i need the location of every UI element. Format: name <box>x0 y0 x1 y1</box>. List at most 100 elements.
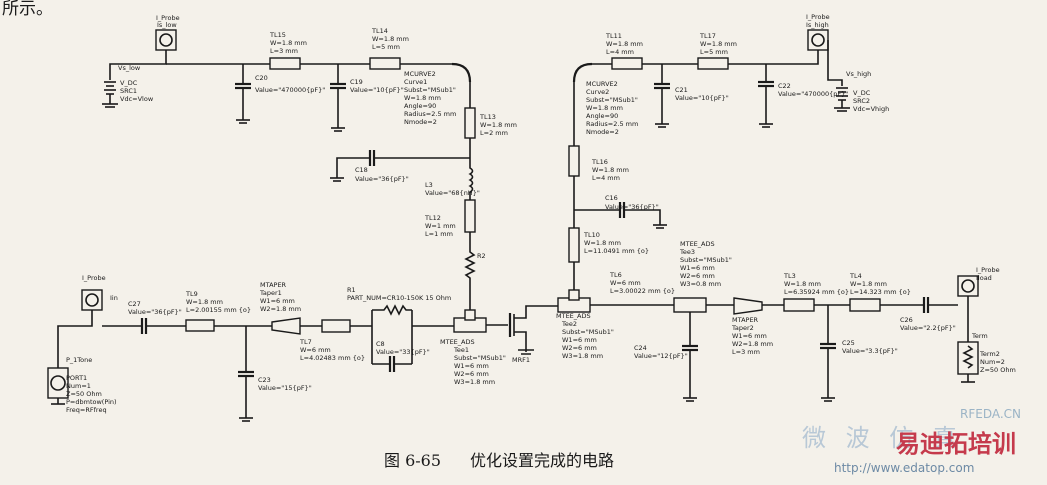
tl4-name: TL4 <box>849 272 862 280</box>
curve1-nmode: Nmode=2 <box>404 118 437 126</box>
probe-iin-icon <box>85 293 99 307</box>
c8-name: C8 <box>376 340 385 348</box>
curve1-angle: Angle=90 <box>404 102 436 110</box>
tl15-symbol <box>269 57 301 70</box>
taper1-w1: W1=6 mm <box>260 297 295 305</box>
tee1-subst: Subst="MSub1" <box>454 354 506 362</box>
curve2-type: MCURVE2 <box>586 80 618 88</box>
tl12-symbol <box>464 199 476 233</box>
src2-type: V_DC <box>853 89 871 97</box>
probe-iload-name: Iload <box>976 274 992 282</box>
transistor-mrf1: MRF1 <box>486 305 574 364</box>
tl13-symbol <box>464 107 476 139</box>
tee2-w3: W3=1.8 mm <box>562 352 603 360</box>
l3-value: Value="68{nH}" <box>425 189 480 197</box>
probe-iload-icon <box>961 279 975 293</box>
tl12-name: TL12 <box>424 214 441 222</box>
tl12-w: W=1 mm <box>425 222 456 230</box>
tl17-l: L=5 mm <box>700 48 728 56</box>
watermark-group: RFEDA.CN 微 波 仿 真 易迪拓培训 http://www.edatop… <box>802 407 1021 475</box>
c20-name: C20 <box>255 74 268 82</box>
tl11-symbol <box>611 57 643 70</box>
taper1-symbol <box>271 317 301 335</box>
port1-freq: Freq=RFfreq <box>66 406 107 414</box>
tl14-symbol <box>369 57 401 70</box>
probe-is-low-icon <box>159 33 173 47</box>
c23-name: C23 <box>258 376 271 384</box>
probe-iload-symbol <box>957 275 979 297</box>
right-bias-network: MCURVE2 Curve2 Subst="MSub1" W=1.8 mm An… <box>568 13 889 294</box>
taper1-type: MTAPER <box>260 281 287 289</box>
tl4-l: L=14.323 mm {o} <box>850 288 911 296</box>
tl15-w: W=1.8 mm <box>270 39 307 47</box>
c26-value: Value="2.2{pF}" <box>900 324 956 332</box>
tl17-name: TL17 <box>699 32 716 40</box>
curve2-w: W=1.8 mm <box>586 104 623 112</box>
r1-symbol <box>372 304 412 316</box>
port1-name: PORT1 <box>66 374 87 382</box>
probe-is-high-symbol <box>807 29 829 51</box>
figure-caption-text: 优化设置完成的电路 <box>470 451 614 470</box>
tl10-symbol <box>568 227 580 263</box>
tee1-name: Tee1 <box>453 346 469 354</box>
curve1-symbol <box>451 62 472 83</box>
tl16-l: L=4 mm <box>592 174 620 182</box>
watermark-microwave: 微 波 仿 真 <box>802 424 963 452</box>
c24-name: C24 <box>634 344 647 352</box>
c27-value: Value="36{pF}" <box>128 308 182 316</box>
c21-value: Value="10{pF}" <box>675 94 729 102</box>
tl15-name: TL15 <box>269 31 286 39</box>
src1-name: SRC1 <box>120 87 137 95</box>
probe-is-low-symbol <box>155 29 177 51</box>
tee1-type: MTEE_ADS <box>440 338 475 346</box>
tee3-symbol <box>673 297 707 313</box>
curve2-radius: Radius=2.5 mm <box>586 120 638 128</box>
tl7-l: L=4.02483 mm {o} <box>300 354 365 362</box>
tl15-l: L=3 mm <box>270 47 298 55</box>
tee3-w1: W1=6 mm <box>680 264 715 272</box>
curve2-symbol <box>572 62 593 83</box>
probe-iin-name: Iin <box>110 294 118 302</box>
term2-resistor-icon <box>962 345 974 369</box>
figure-number: 图 6-65 <box>384 451 441 470</box>
input-section: I_Probe Iin P_1Tone PORT1 Num=1 Z=50 Ohm… <box>47 274 506 422</box>
tl3-w: W=1.8 mm <box>784 280 821 288</box>
mrf1-name: MRF1 <box>512 356 530 364</box>
wire-probe-low-to-src <box>109 50 167 80</box>
tee2-w1: W1=6 mm <box>562 336 597 344</box>
c19-name: C19 <box>350 78 363 86</box>
tl6-w: W=6 mm <box>610 279 641 287</box>
tl9-symbol <box>185 319 215 332</box>
probe-is-high-name: Is_high <box>806 21 829 29</box>
tl13-name: TL13 <box>479 113 496 121</box>
c22-name: C22 <box>778 82 791 90</box>
curve1-type: MCURVE2 <box>404 70 436 78</box>
probe-is-low-name: Is_low <box>157 21 177 29</box>
c21-name: C21 <box>675 86 688 94</box>
tee1-w1: W1=6 mm <box>454 362 489 370</box>
watermark-brand: 易迪拓培训 <box>896 430 1016 458</box>
src1-type: V_DC <box>120 79 138 87</box>
vs-high-node: Vs_high <box>846 70 871 78</box>
tee2-type: MTEE_ADS <box>556 312 591 320</box>
tl16-symbol <box>568 145 580 177</box>
tee2-w2: W2=6 mm <box>562 344 597 352</box>
tl17-w: W=1.8 mm <box>700 40 737 48</box>
tee2-subst: Subst="MSub1" <box>562 328 614 336</box>
figure-caption: 图 6-65 优化设置完成的电路 <box>384 451 614 470</box>
curve1-name: Curve1 <box>404 78 427 86</box>
port1-num: Num=1 <box>66 382 91 390</box>
left-bias-network: I_Probe Is_low Vs_low V_DC SRC1 Vdc=Vlow… <box>102 14 517 318</box>
src1-param: Vdc=Vlow <box>120 95 154 103</box>
c8-value: Value="33{pF}" <box>376 348 430 356</box>
tl3-symbol <box>783 298 815 312</box>
src2-param: Vdc=Vhigh <box>853 105 889 113</box>
taper2-symbol <box>733 297 763 315</box>
tl7-w: W=6 mm <box>300 346 331 354</box>
c18-value: Value="36{pF}" <box>355 175 409 183</box>
l3-symbol <box>468 158 474 200</box>
tl13-l: L=2 mm <box>480 129 508 137</box>
c26-name: C26 <box>900 316 913 324</box>
